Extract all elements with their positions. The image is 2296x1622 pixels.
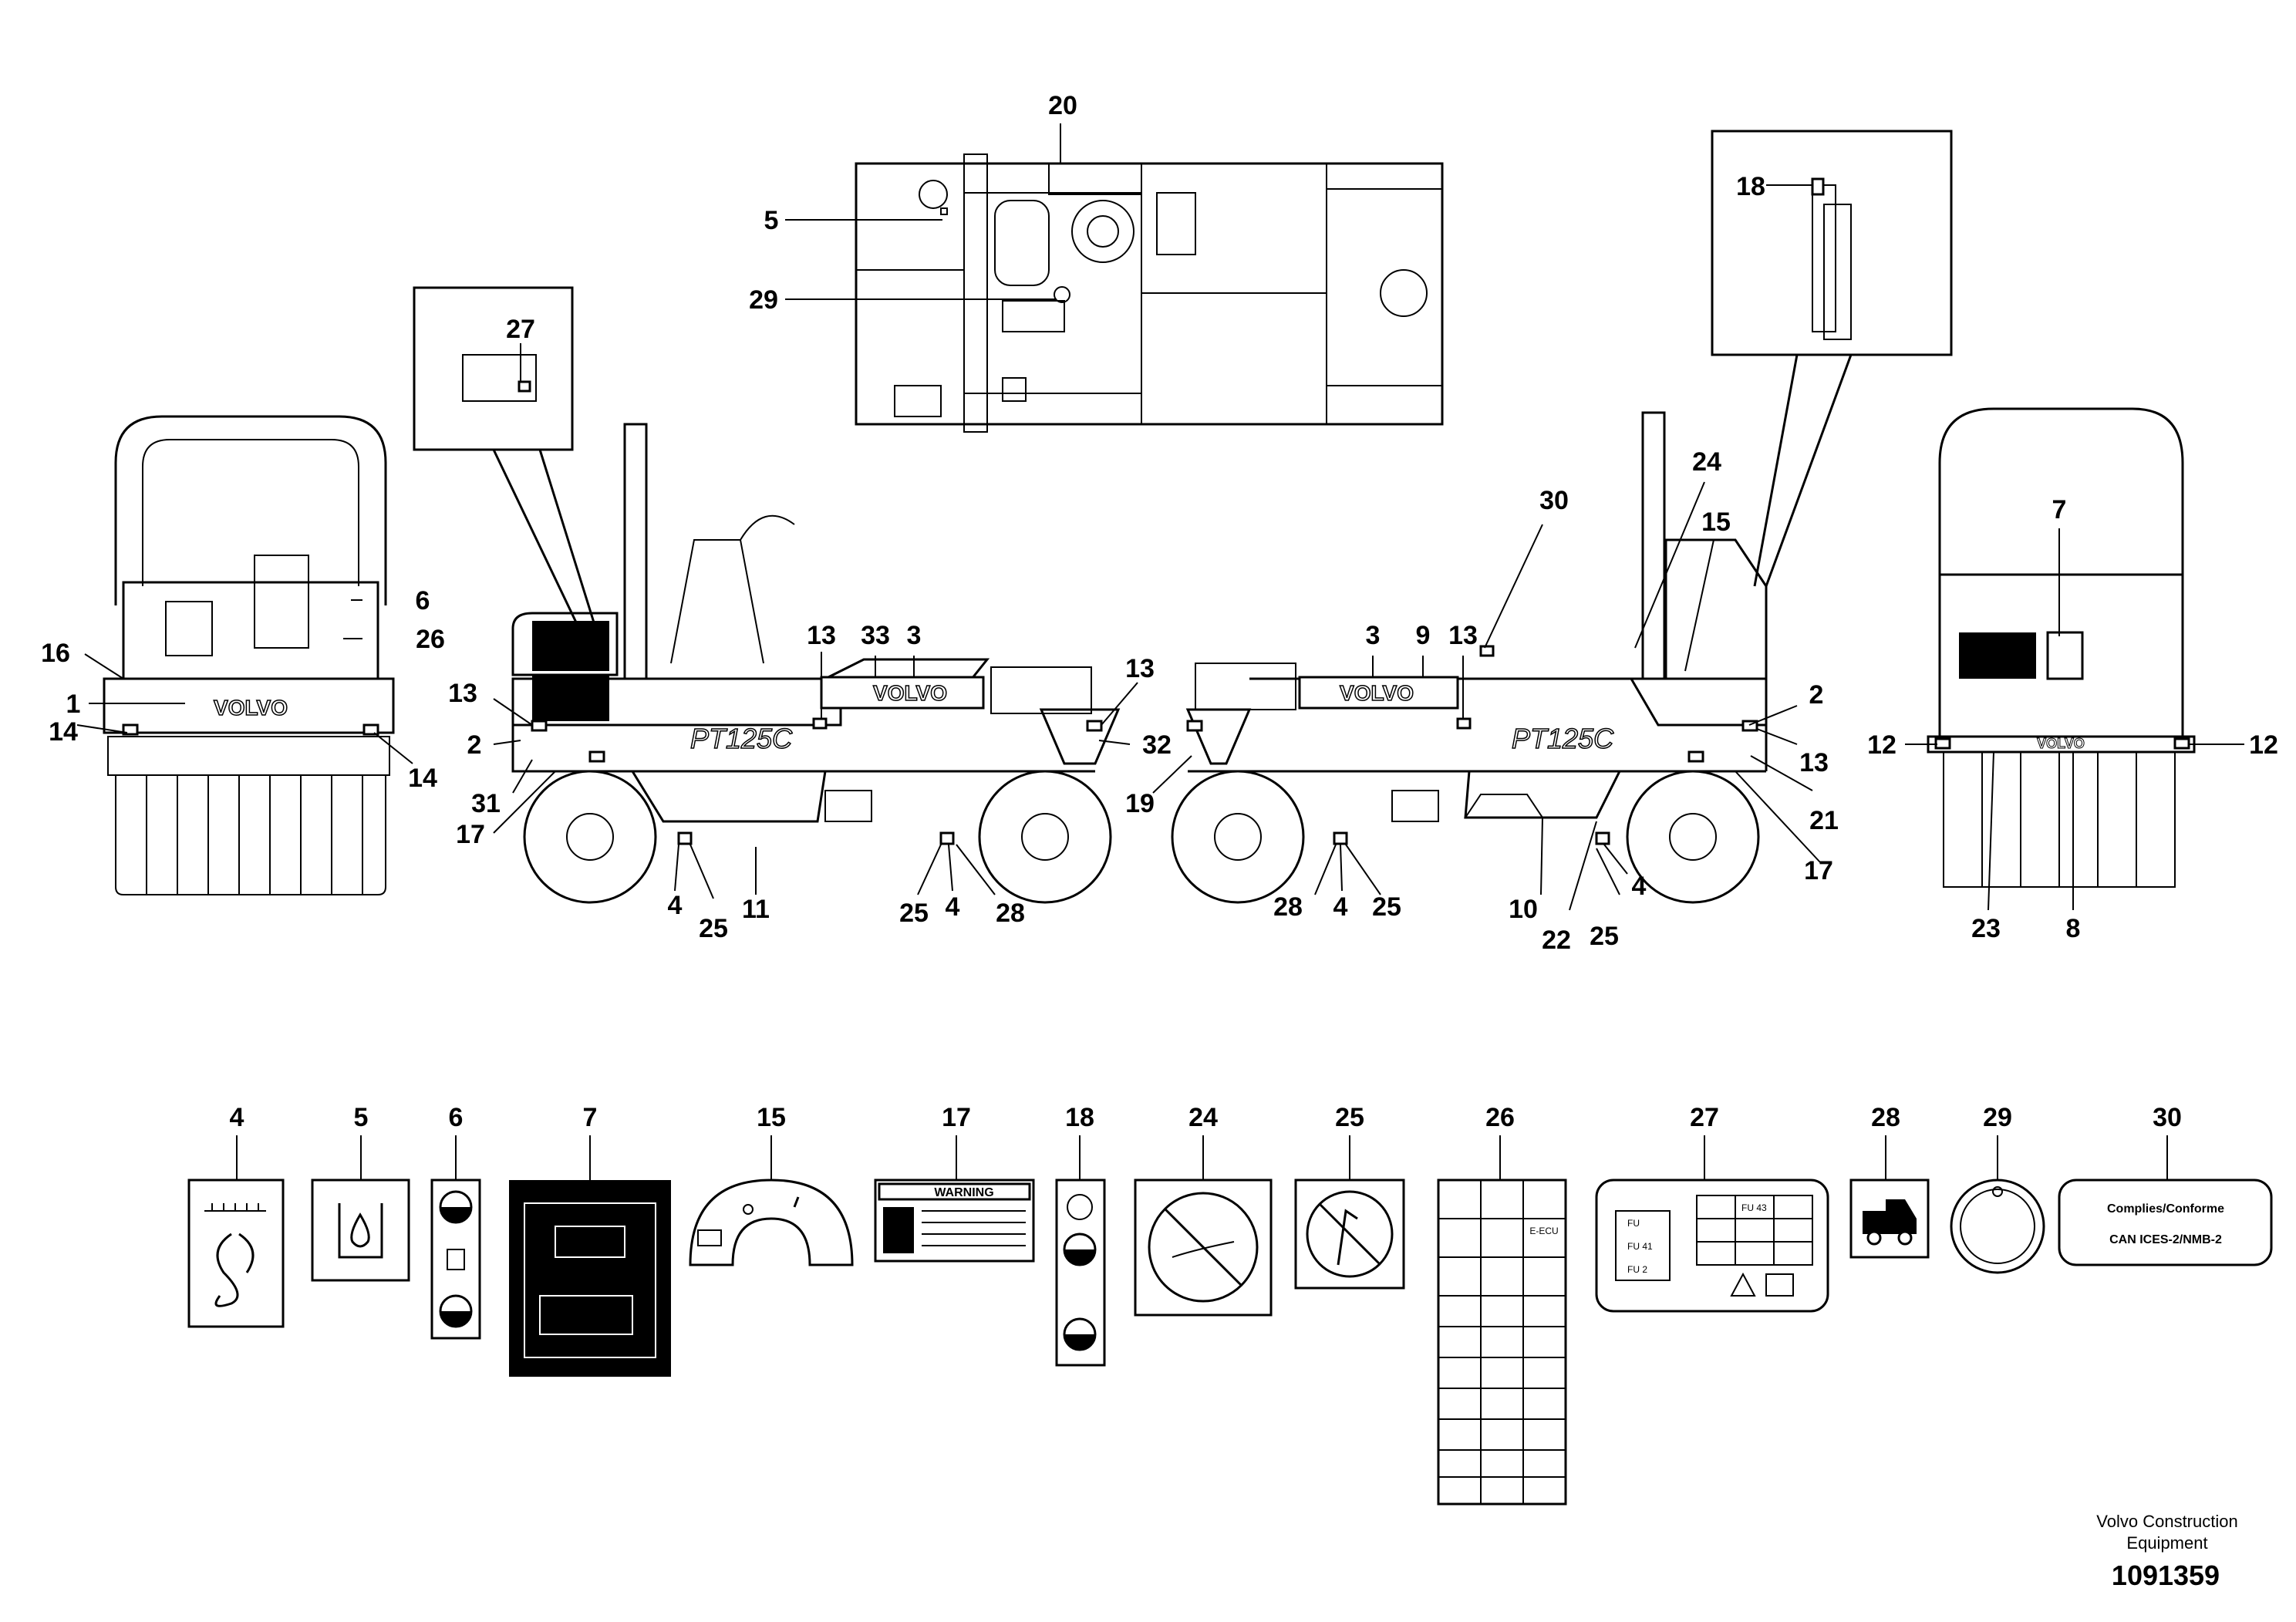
label-11: 11 xyxy=(742,895,770,924)
legend-label-15: 15 xyxy=(757,1103,786,1132)
label-10: 10 xyxy=(1509,895,1538,924)
rear-brand-text: VOLVO xyxy=(2037,736,2085,751)
label-13c: 13 xyxy=(1125,654,1155,683)
top-view xyxy=(855,153,1444,433)
label-12a: 12 xyxy=(1867,730,1896,760)
legend-label-26: 26 xyxy=(1485,1103,1515,1132)
label-13e: 13 xyxy=(1799,748,1829,777)
legend-label-28: 28 xyxy=(1871,1103,1900,1132)
legend-label-17: 17 xyxy=(942,1103,971,1132)
label-25d: 25 xyxy=(1590,922,1619,951)
label-25a: 25 xyxy=(699,914,728,943)
label-33: 33 xyxy=(861,621,890,650)
decal-26-ecu-text: E-ECU xyxy=(1529,1226,1558,1236)
label-20: 20 xyxy=(1048,91,1077,120)
label-25b: 25 xyxy=(899,899,929,928)
label-14b: 14 xyxy=(408,764,437,793)
label-26: 26 xyxy=(416,625,445,654)
label-4d: 4 xyxy=(1632,872,1647,901)
label-6: 6 xyxy=(416,586,430,615)
leader-lines xyxy=(76,123,2244,911)
label-18: 18 xyxy=(1736,172,1765,201)
detail-box-18 xyxy=(1711,130,1953,587)
label-14a: 14 xyxy=(49,717,78,747)
legend-label-25: 25 xyxy=(1335,1103,1364,1132)
legend-label-29: 29 xyxy=(1983,1103,2012,1132)
warning-text: WARNING xyxy=(934,1186,993,1199)
label-22: 22 xyxy=(1542,926,1571,955)
side-view-left: PT125C VOLVO xyxy=(511,423,1121,904)
legend-label-4: 4 xyxy=(230,1103,244,1132)
legend-label-24: 24 xyxy=(1188,1103,1218,1132)
label-30: 30 xyxy=(1539,486,1569,515)
drawing-number: 1091359 xyxy=(2112,1560,2220,1591)
compliance-text-line2: CAN ICES-2/NMB-2 xyxy=(2109,1233,2222,1246)
label-3b: 3 xyxy=(1366,621,1381,650)
side-right-brand-text: VOLVO xyxy=(1340,681,1414,705)
label-4c: 4 xyxy=(1333,892,1348,922)
legend-label-6: 6 xyxy=(449,1103,464,1132)
label-16: 16 xyxy=(41,639,70,668)
label-19: 19 xyxy=(1125,789,1155,818)
label-28a: 28 xyxy=(996,899,1025,928)
legend-label-27: 27 xyxy=(1690,1103,1719,1132)
label-13a: 13 xyxy=(448,679,477,708)
company-name-line1: Volvo Construction xyxy=(2096,1512,2237,1531)
side-right-model-text: PT125C xyxy=(1512,723,1614,754)
label-27: 27 xyxy=(506,315,535,344)
label-15: 15 xyxy=(1701,508,1731,537)
company-name-line2: Equipment xyxy=(2126,1533,2207,1553)
legend-label-30: 30 xyxy=(2153,1103,2182,1132)
label-2a: 2 xyxy=(467,730,482,760)
label-12b: 12 xyxy=(2249,730,2278,760)
label-23: 23 xyxy=(1971,914,2001,943)
label-28b: 28 xyxy=(1273,892,1303,922)
legend-label-7: 7 xyxy=(583,1103,598,1132)
side-view-right: PT125C VOLVO xyxy=(1171,411,1768,904)
side-left-model-text: PT125C xyxy=(690,723,793,754)
label-13d: 13 xyxy=(1448,621,1478,650)
label-31: 31 xyxy=(471,789,501,818)
label-7a: 7 xyxy=(2052,495,2067,524)
label-9: 9 xyxy=(1416,621,1431,650)
decal-27-fu-text: FU xyxy=(1627,1218,1640,1229)
label-4a: 4 xyxy=(668,891,683,920)
decal-27-fu41-text: FU 41 xyxy=(1627,1241,1653,1252)
label-25c: 25 xyxy=(1372,892,1401,922)
label-13b: 13 xyxy=(807,621,836,650)
decal-legend: 4 5 6 7 15 17 xyxy=(187,1103,2273,1506)
label-32: 32 xyxy=(1142,730,1172,760)
label-17a: 17 xyxy=(456,820,485,849)
compliance-text-line1: Complies/Conforme xyxy=(2107,1202,2224,1216)
label-21: 21 xyxy=(1809,806,1839,835)
decal-27-fu43-text: FU 43 xyxy=(1741,1202,1767,1213)
label-8: 8 xyxy=(2066,914,2081,943)
footer: Volvo Construction Equipment 1091359 xyxy=(2096,1512,2237,1591)
label-1: 1 xyxy=(66,690,81,719)
side-left-brand-text: VOLVO xyxy=(873,681,947,705)
diagram-labels: 20 5 29 18 27 16 1 14 14 6 26 13 2 31 17… xyxy=(41,91,2278,955)
label-4b: 4 xyxy=(946,892,960,922)
label-29: 29 xyxy=(749,285,778,315)
legend-label-5: 5 xyxy=(354,1103,369,1132)
front-brand-text: VOLVO xyxy=(214,696,288,720)
front-view-left: VOLVO xyxy=(103,415,395,895)
rear-view-right: VOLVO xyxy=(1927,407,2196,888)
label-3a: 3 xyxy=(907,621,922,650)
label-24: 24 xyxy=(1692,447,1721,477)
label-5: 5 xyxy=(764,206,779,235)
label-17b: 17 xyxy=(1804,856,1833,885)
legend-label-18: 18 xyxy=(1065,1103,1094,1132)
label-2b: 2 xyxy=(1809,680,1824,710)
detail-box-27 xyxy=(413,286,607,660)
decal-27-fu2-text: FU 2 xyxy=(1627,1264,1647,1275)
